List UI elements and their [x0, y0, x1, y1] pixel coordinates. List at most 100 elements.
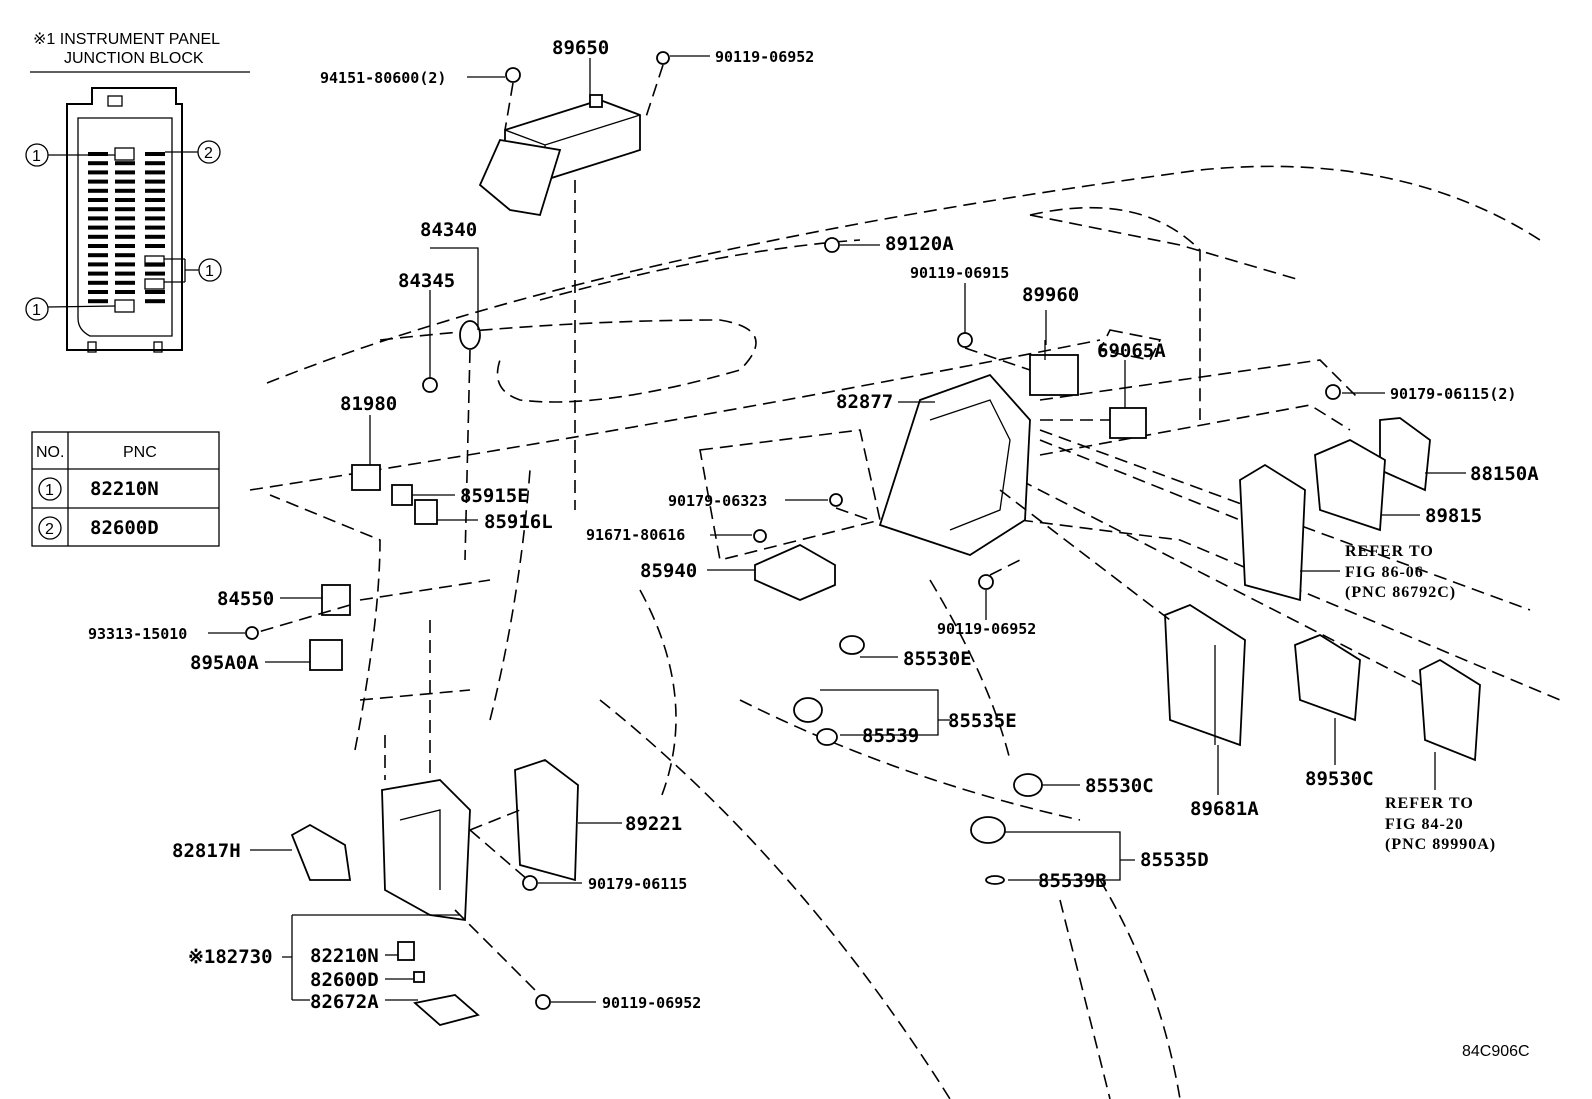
label-88150A: 88150A — [1470, 463, 1539, 485]
label-84345: 84345 — [398, 270, 455, 292]
label-91671-80616: 91671-80616 — [586, 526, 685, 544]
fuse-slot-relay — [144, 278, 165, 290]
part-labels: 89650 90119-06952 94151-80600(2) 84340 8… — [88, 37, 1539, 1060]
pnc-table-border — [31, 431, 220, 547]
part-89960 — [1029, 340, 1079, 396]
label-85535D: 85535D — [1140, 849, 1209, 871]
fuse-slot — [115, 179, 135, 184]
part-84550 — [321, 584, 351, 616]
fuse-slot — [145, 170, 165, 175]
label-90119-06915: 90119-06915 — [910, 264, 1009, 282]
fuse-slot — [145, 207, 165, 212]
dash-a-pillar — [1029, 206, 1201, 420]
leader-lines — [208, 55, 1466, 1003]
fuse-slot — [88, 253, 108, 258]
fuse-slot — [115, 216, 135, 221]
dash-lower — [359, 579, 491, 601]
label-refer-2-line2: FIG 84-20 — [1385, 816, 1464, 833]
label-85530E: 85530E — [903, 648, 972, 670]
label-90119-06952-c: 90119-06952 — [602, 994, 701, 1012]
fuse-slot — [115, 170, 135, 175]
table-header-pnc: PNC — [123, 444, 157, 461]
fuse-slot — [145, 216, 165, 221]
fuse-slot-grid — [88, 152, 165, 304]
fuse-slot — [88, 234, 108, 239]
label-82672A: 82672A — [310, 991, 379, 1013]
junction-block-tab — [107, 95, 123, 107]
dash-cluster-hood — [379, 319, 757, 403]
fuse-slot — [145, 271, 165, 276]
fuse-slot — [145, 234, 165, 239]
fuse-slot — [145, 262, 165, 267]
label-refer-2-line1: REFER TO — [1385, 795, 1474, 812]
part-89815 — [1314, 438, 1386, 532]
part-89530C — [1294, 633, 1361, 722]
label-93313-15010: 93313-15010 — [88, 625, 187, 643]
label-refer-1-line2: FIG 86-06 — [1345, 564, 1424, 581]
fuse-slot — [88, 198, 108, 202]
figure-code: 84C906C — [1462, 1043, 1530, 1060]
fuse-slot — [88, 244, 108, 248]
label-895A0A: 895A0A — [190, 652, 259, 674]
fuse-slot — [145, 225, 165, 230]
leader-line — [47, 305, 116, 308]
dash-top-edge — [266, 165, 1541, 384]
fuse-slot — [115, 198, 135, 202]
dash-console-edge — [1019, 479, 1451, 701]
junction-block-inset: ※1 INSTRUMENT PANEL JUNCTION BLOCK 1 2 1… — [25, 31, 250, 353]
fuse-slot — [115, 290, 135, 294]
dash-tunnel — [639, 589, 677, 801]
fuse-slot — [145, 152, 165, 156]
label-90179-06115-2: 90179-06115(2) — [1390, 385, 1516, 403]
table-row-pnc: 82600D — [90, 517, 159, 539]
part-89990A-ecu — [1419, 658, 1481, 762]
part-82730-junction-block — [381, 779, 471, 922]
fuse-slot — [88, 161, 108, 166]
label-90119-06952: 90119-06952 — [715, 48, 814, 66]
table-row-pnc: 82210N — [90, 478, 159, 500]
fuse-slot — [88, 216, 108, 221]
part-85915E-relay — [391, 484, 413, 506]
fuse-slot — [115, 207, 135, 212]
dash-center-panel — [699, 429, 881, 561]
dash-tunnel — [929, 579, 1011, 761]
label-82210N: 82210N — [310, 945, 379, 967]
callout-number: 1 — [205, 263, 214, 280]
part-85530E-socket — [793, 635, 865, 746]
dash-console-edge — [1039, 359, 1361, 401]
label-85539B: 85539B — [1038, 870, 1107, 892]
fuse-slot-relay — [114, 299, 135, 313]
fuse-slot — [88, 170, 108, 175]
label-69065A: 69065A — [1097, 340, 1166, 362]
label-89650: 89650 — [552, 37, 609, 59]
leader-line — [164, 258, 199, 283]
fuse-slot — [88, 152, 108, 156]
label-82600D: 82600D — [310, 969, 379, 991]
label-85915E: 85915E — [460, 485, 529, 507]
part-86792C-ecu — [1239, 463, 1306, 602]
label-90179-06115: 90179-06115 — [588, 875, 687, 893]
label-85916L: 85916L — [484, 511, 553, 533]
dash-cluster — [539, 239, 861, 301]
fuse-slot — [115, 262, 135, 267]
label-refer-1-line1: REFER TO — [1345, 543, 1434, 560]
label-85940: 85940 — [640, 560, 697, 582]
table-row-no: 1 — [45, 482, 54, 499]
fuse-slot — [145, 244, 165, 248]
label-81980: 81980 — [340, 393, 397, 415]
label-refer-1-line3: (PNC 86792C) — [1345, 584, 1456, 601]
junction-block-title-line2: JUNCTION BLOCK — [64, 50, 204, 67]
label-84340: 84340 — [420, 219, 477, 241]
fuse-slot — [88, 262, 108, 267]
fuse-slot — [115, 271, 135, 276]
part-81980-relay — [351, 464, 381, 491]
fuse-slot — [88, 290, 108, 294]
dash-console-edge — [1019, 519, 1561, 701]
part-89221-ecu — [514, 758, 579, 882]
label-84550: 84550 — [217, 588, 274, 610]
label-82877: 82877 — [836, 391, 893, 413]
dash-right-edge — [1029, 214, 1301, 281]
dash-left-edge — [269, 494, 381, 751]
fuse-slot — [145, 188, 165, 193]
label-89120A: 89120A — [885, 233, 954, 255]
